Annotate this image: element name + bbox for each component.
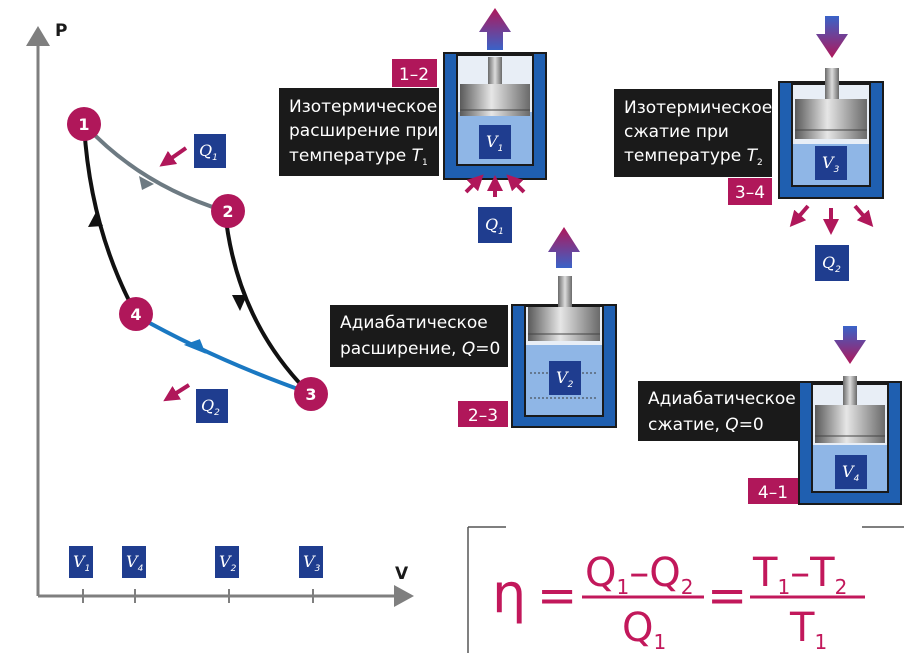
svg-text:температуре T1: температуре T1	[289, 146, 428, 168]
svg-text:расширение, Q=0: расширение, Q=0	[340, 339, 500, 359]
stage-2-3: Адиабатическое расширение, Q=0 2–3 V2	[330, 227, 617, 428]
svg-text:Q2: Q2	[201, 396, 220, 418]
svg-text:2–3: 2–3	[468, 406, 498, 426]
curve-1-2	[82, 122, 226, 213]
cycle-curves	[82, 122, 311, 395]
x-axis-label: V	[395, 564, 409, 584]
svg-text:V1: V1	[73, 552, 90, 574]
y-axis-label: P	[55, 21, 67, 41]
stage-label-3-4	[728, 178, 772, 205]
cylinder-4-1: V4	[798, 376, 902, 505]
svg-text:Адиабатическое: Адиабатическое	[648, 389, 796, 409]
curve-2-3	[223, 210, 311, 395]
point-2: 2	[211, 194, 245, 228]
svg-text:сжатие, Q=0: сжатие, Q=0	[648, 415, 764, 435]
svg-text:2: 2	[222, 202, 233, 221]
arrow-down-icon	[816, 16, 848, 58]
point-1: 1	[67, 107, 101, 141]
svg-text:3–4: 3–4	[735, 183, 765, 203]
arrow-down-icon	[834, 326, 866, 364]
arrow-3-4-icon	[183, 339, 206, 354]
v-tick-3: V3	[299, 546, 323, 603]
arrow-2-3-icon	[232, 295, 247, 311]
heat-q1-diagram: Q1	[159, 134, 226, 168]
svg-text:Q1: Q1	[485, 215, 504, 237]
svg-text:сжатие при: сжатие при	[624, 122, 729, 142]
svg-text:=: =	[707, 568, 747, 624]
point-3: 3	[294, 377, 328, 411]
svg-text:V4: V4	[842, 462, 860, 484]
v-tick-4: V4	[122, 546, 146, 603]
heat-q2-diagram: Q2	[163, 383, 228, 423]
svg-text:V3: V3	[303, 552, 321, 574]
svg-text:Q1: Q1	[622, 605, 666, 653]
arrow-1-2-icon	[139, 176, 154, 190]
svg-text:Q2: Q2	[822, 253, 841, 275]
svg-text:Q1: Q1	[199, 141, 218, 163]
stage-3-4: Изотермическое сжатие при температуре T2…	[614, 16, 884, 281]
stage-label-2-3	[458, 401, 508, 427]
eta-symbol: η	[492, 562, 526, 625]
cylinder-1-2: V1	[443, 52, 547, 180]
svg-text:V2: V2	[219, 552, 237, 574]
svg-text:Адиабатическое: Адиабатическое	[340, 313, 488, 333]
svg-text:T1–T2: T1–T2	[752, 550, 847, 599]
arrow-up-icon	[548, 227, 580, 268]
svg-text:V3: V3	[822, 153, 840, 175]
svg-text:V4: V4	[126, 552, 144, 574]
svg-text:расширение при: расширение при	[289, 121, 438, 141]
svg-text:T1: T1	[789, 605, 827, 653]
stage-label-1-2	[392, 59, 437, 87]
efficiency-formula: η = Q1–Q2 Q1 = T1–T2 T1	[467, 526, 904, 653]
svg-text:Q1–Q2: Q1–Q2	[585, 550, 693, 599]
svg-text:Изотермическое: Изотермическое	[289, 97, 437, 117]
heat-in-arrows-icon	[464, 174, 526, 197]
stage-label-4-1	[748, 478, 798, 504]
svg-text:Изотермическое: Изотермическое	[624, 98, 772, 118]
svg-text:4: 4	[130, 305, 141, 324]
svg-text:1: 1	[78, 115, 89, 134]
curve-3-4	[136, 314, 310, 395]
svg-text:V2: V2	[556, 368, 574, 390]
y-axis-arrow-icon	[26, 26, 50, 46]
svg-text:3: 3	[305, 385, 316, 404]
heat-out-arrows-icon	[789, 204, 874, 235]
stage-4-1: Адиабатическое сжатие, Q=0 4–1 V4	[638, 326, 902, 505]
svg-text:температуре T2: температуре T2	[624, 146, 763, 168]
x-axis-arrow-icon	[394, 585, 414, 607]
v-tick-2: V2	[215, 546, 239, 603]
svg-text:V1: V1	[486, 132, 503, 154]
point-4: 4	[119, 297, 153, 331]
axes: P V	[26, 21, 414, 607]
stage-1-2: 1–2 Изотермическое расширение при темпер…	[279, 8, 547, 243]
arrow-up-icon	[479, 8, 511, 50]
cylinder-2-3: V2	[511, 276, 617, 428]
v-tick-1: V1	[69, 546, 93, 603]
svg-text:4–1: 4–1	[758, 483, 788, 503]
cylinder-3-4: V3	[778, 68, 884, 199]
arrow-4-1-icon	[88, 212, 103, 227]
svg-text:=: =	[537, 568, 577, 624]
svg-text:1–2: 1–2	[399, 65, 429, 85]
